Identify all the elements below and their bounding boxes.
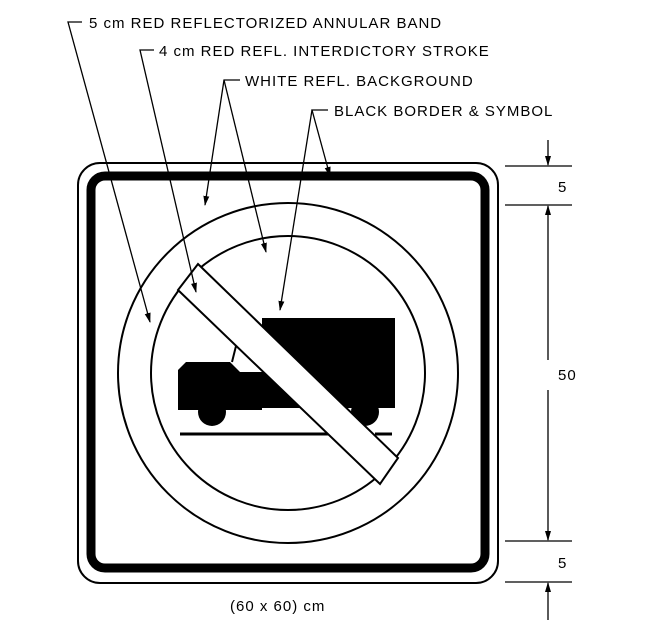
sign	[77, 162, 499, 584]
dimension-lines	[505, 140, 572, 620]
label-annular-band: 5 cm RED REFLECTORIZED ANNULAR BAND	[89, 15, 442, 32]
leader-lines	[67, 21, 331, 323]
black-border	[86, 171, 490, 573]
dim-middle: 50	[558, 367, 577, 384]
annular-band-outer	[117, 202, 459, 544]
label-background: WHITE REFL. BACKGROUND	[245, 73, 474, 90]
dim-top-margin: 5	[558, 179, 567, 196]
dim-overall: (60 x 60) cm	[230, 598, 325, 615]
label-border-symbol: BLACK BORDER & SYMBOL	[334, 103, 553, 120]
label-interdictory-stroke: 4 cm RED REFL. INTERDICTORY STROKE	[159, 43, 490, 60]
interdictory-stroke	[176, 262, 400, 486]
annular-band-inner	[150, 235, 426, 511]
dim-bottom-margin: 5	[558, 555, 567, 572]
